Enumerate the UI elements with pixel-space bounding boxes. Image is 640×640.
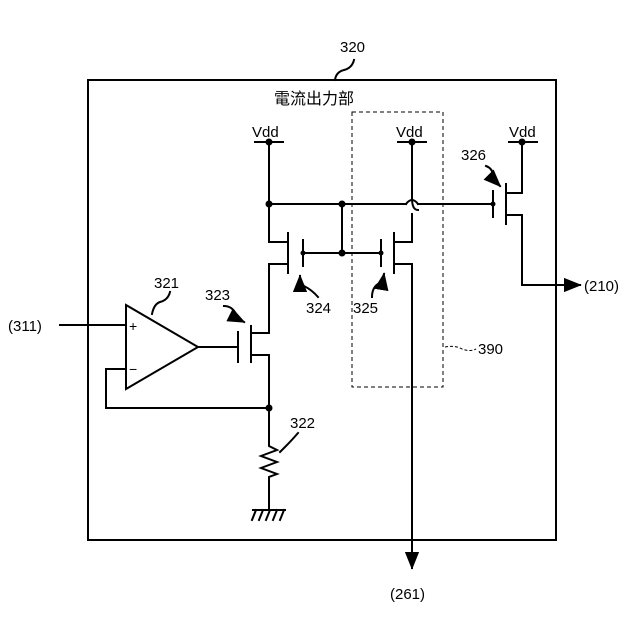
junction-dot [409,139,416,146]
junction-dots [266,139,526,412]
transistor-323: 323 [205,287,251,362]
junction-dot [266,201,273,208]
block-ref-label: 320 [340,39,365,56]
vdd-label-right: Vdd [509,124,536,141]
ground-symbol [252,510,285,520]
transistor-325: 325 [353,233,394,317]
junction-dot [339,250,346,257]
block-ref-leader [335,60,354,80]
junction-dot [519,139,526,146]
opamp-minus-sign: − [129,361,137,377]
input-terminal-label: (311) [8,318,42,335]
junction-dot [266,139,273,146]
opamp-321: + − 321 [126,275,198,389]
junction-dot [339,201,346,208]
resistor-322-label: 322 [290,415,315,432]
opamp-ref-label: 321 [154,275,179,292]
transistor-323-label: 323 [205,287,230,304]
output-261-label: (261) [390,586,425,603]
dashed-region-390 [352,112,443,387]
transistor-326-label: 326 [461,147,486,164]
transistor-325-label: 325 [353,300,378,317]
transistor-324: 324 [288,233,331,317]
output-210-label: (210) [584,278,619,295]
vdd-label-left: Vdd [252,124,279,141]
region-390-leader [445,346,476,350]
junction-dot [266,405,273,412]
transistor-324-label: 324 [306,300,331,317]
region-390-label: 390 [478,341,503,358]
transistor-326: 326 [461,147,506,224]
opamp-plus-sign: + [129,318,137,334]
vdd-label-middle: Vdd [396,124,423,141]
block-title: 電流出力部 [274,89,354,108]
